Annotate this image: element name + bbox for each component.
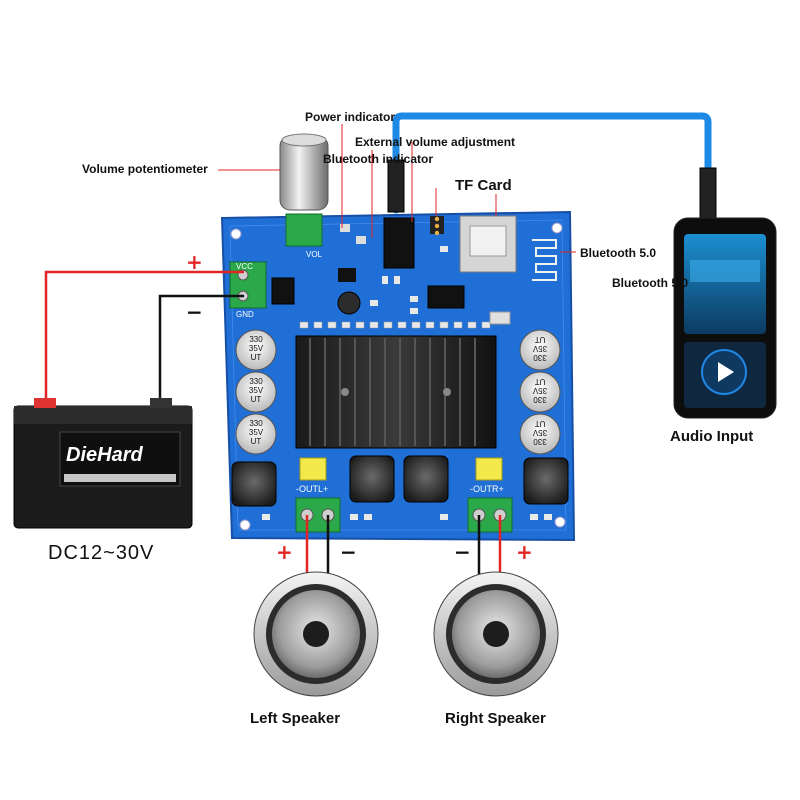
battery xyxy=(13,398,193,529)
cap-value: 330 xyxy=(533,395,547,404)
leader-lines xyxy=(218,124,576,253)
tf-card-label: TF Card xyxy=(455,177,512,194)
cap-voltage: 35V xyxy=(248,428,264,437)
capacitor-left-3 xyxy=(235,413,277,455)
left-speaker xyxy=(253,571,379,697)
bluetooth-antenna xyxy=(532,239,557,281)
left-output-terminal xyxy=(295,497,341,533)
audio-input-label: Audio Input xyxy=(670,428,754,445)
volume-potentiometer-label: Volume potentiometer xyxy=(82,162,208,176)
cap-value: 330 xyxy=(533,437,547,446)
right-speaker-label: Right Speaker xyxy=(445,710,546,727)
right-minus-sign: − xyxy=(454,540,471,564)
capacitor-right-3 xyxy=(519,413,561,455)
external-volume-pins xyxy=(430,216,444,236)
cap-unit: UT xyxy=(250,395,262,404)
inductor-2 xyxy=(349,455,395,503)
battery-brand: DieHard xyxy=(66,444,143,466)
cap-unit: UT xyxy=(250,437,262,446)
negative-wire xyxy=(158,294,244,402)
left-plus-sign: + xyxy=(276,540,293,564)
bluetooth-indicator-label: Bluetooth indicator xyxy=(323,152,433,166)
bluetooth-chip xyxy=(427,285,465,309)
cap-voltage: 35V xyxy=(248,344,264,353)
dc-voltage-label: DC12~30V xyxy=(48,542,155,564)
right-output-terminal xyxy=(467,497,513,533)
capacitor-right-2 xyxy=(519,371,561,413)
capacitor-left-1 xyxy=(235,329,277,371)
cap-unit: UT xyxy=(250,353,262,362)
gnd-label: GND xyxy=(236,310,254,319)
cap-value: 330 xyxy=(249,419,263,428)
inductor-3 xyxy=(403,455,449,503)
amplifier-board xyxy=(220,133,576,542)
volume-potentiometer xyxy=(279,133,329,247)
cap-voltage: 35V xyxy=(248,386,264,395)
capacitor-right-1 xyxy=(519,329,561,371)
outr-label: -OUTR+ xyxy=(470,484,504,494)
left-speaker-label: Left Speaker xyxy=(250,710,341,727)
vcc-label: VCC xyxy=(236,262,253,271)
power-led xyxy=(340,224,350,232)
phone xyxy=(673,217,777,419)
inductor-4 xyxy=(523,457,569,505)
vol-label: VOL xyxy=(306,250,323,259)
power-input-terminal xyxy=(229,261,267,309)
cap-unit: UT xyxy=(534,335,546,344)
right-speaker xyxy=(433,571,559,697)
bluetooth-led xyxy=(356,236,366,244)
outl-label: -OUTL+ xyxy=(296,484,329,494)
cap-value: 330 xyxy=(249,335,263,344)
aux-jack xyxy=(383,217,415,269)
cap-voltage: 35V xyxy=(532,386,548,395)
cap-voltage: 35V xyxy=(532,428,548,437)
right-plus-sign: + xyxy=(516,540,533,564)
heat-sink xyxy=(295,335,497,449)
capacitor-left-2 xyxy=(235,371,277,413)
inductor-1 xyxy=(231,461,277,507)
cap-unit: UT xyxy=(534,419,546,428)
power-wires xyxy=(44,270,244,402)
cap-unit: UT xyxy=(534,377,546,386)
cap-value: 330 xyxy=(249,377,263,386)
cap-value: 330 xyxy=(533,353,547,362)
left-minus-sign: − xyxy=(340,540,357,564)
bluetooth-label-2: Bluetooth 5.0 xyxy=(612,276,689,290)
audio-cable xyxy=(387,112,717,221)
positive-wire xyxy=(44,270,244,402)
external-volume-label: External volume adjustment xyxy=(355,135,516,149)
bluetooth-label: Bluetooth 5.0 xyxy=(580,246,657,260)
battery-plus-sign: + xyxy=(186,250,203,274)
cap-voltage: 35V xyxy=(532,344,548,353)
power-indicator-label: Power indicator xyxy=(305,110,396,124)
battery-minus-sign: − xyxy=(186,300,203,324)
